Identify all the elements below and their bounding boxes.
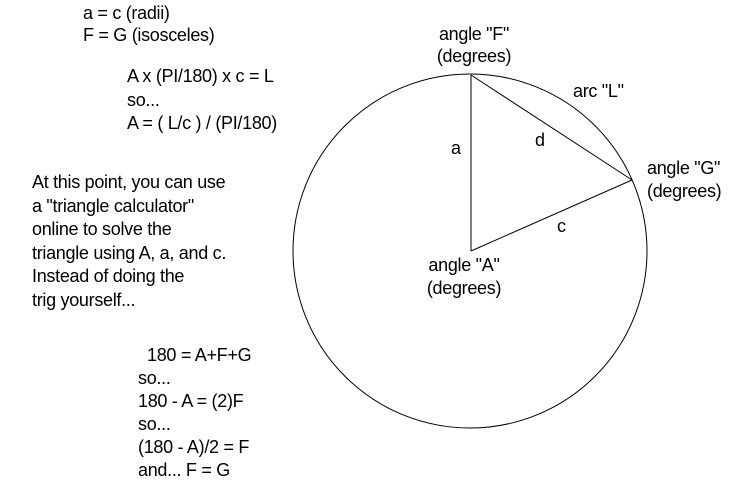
note-line: 180 = A+F+G [147,345,252,365]
side-c-line [470,179,633,252]
side-d-line [470,74,633,181]
advice-note: At this point, you can use a "triangle c… [32,171,226,312]
label-line: angle "F" [438,24,510,44]
angle-A-label: angle "A" (degrees) [421,254,507,300]
note-line: 180 - A = (2)F [138,391,244,411]
arc-formula-note: A x (PI/180) x c = L so... A = ( L/c ) /… [127,65,277,136]
note-line: F = G (isosceles) [83,25,215,45]
label-line: (degrees) [426,278,502,298]
circle [292,73,648,429]
note-line: online to solve the [32,219,172,239]
side-a-label: a [451,138,461,158]
angle-G-label: angle "G" (degrees) [647,157,722,203]
angle-F-label: angle "F" (degrees) [433,23,515,67]
arc-L-label: arc "L" [573,81,624,101]
label-line: (degrees) [436,46,512,66]
note-line: so... [138,368,171,388]
note-line: so... [127,89,160,110]
label-line: angle "A" [428,255,500,275]
note-line: triangle using A, a, and c. [32,242,227,263]
note-line: and... F = G [138,460,230,480]
note-line: trig yourself... [32,289,136,310]
note-line: so... [138,414,171,434]
note-line: a "triangle calculator" [32,195,194,216]
note-line: Instead of doing the [32,266,185,286]
label-line: angle "G" [647,158,721,178]
side-d-label: d [535,130,545,150]
label-line: (degrees) [647,181,722,201]
note-line: A = ( L/c ) / (PI/180) [127,113,277,133]
side-c-label: c [557,216,566,236]
angle-sum-note: 180 = A+F+G so... 180 - A = (2)F so... (… [138,344,252,482]
note-line: At this point, you can use [32,172,226,192]
note-line: a = c (radii) [83,3,170,23]
note-line: A x (PI/180) x c = L [127,66,274,86]
equalities-note: a = c (radii) F = G (isosceles) [83,2,215,46]
note-line: (180 - A)/2 = F [138,437,250,457]
